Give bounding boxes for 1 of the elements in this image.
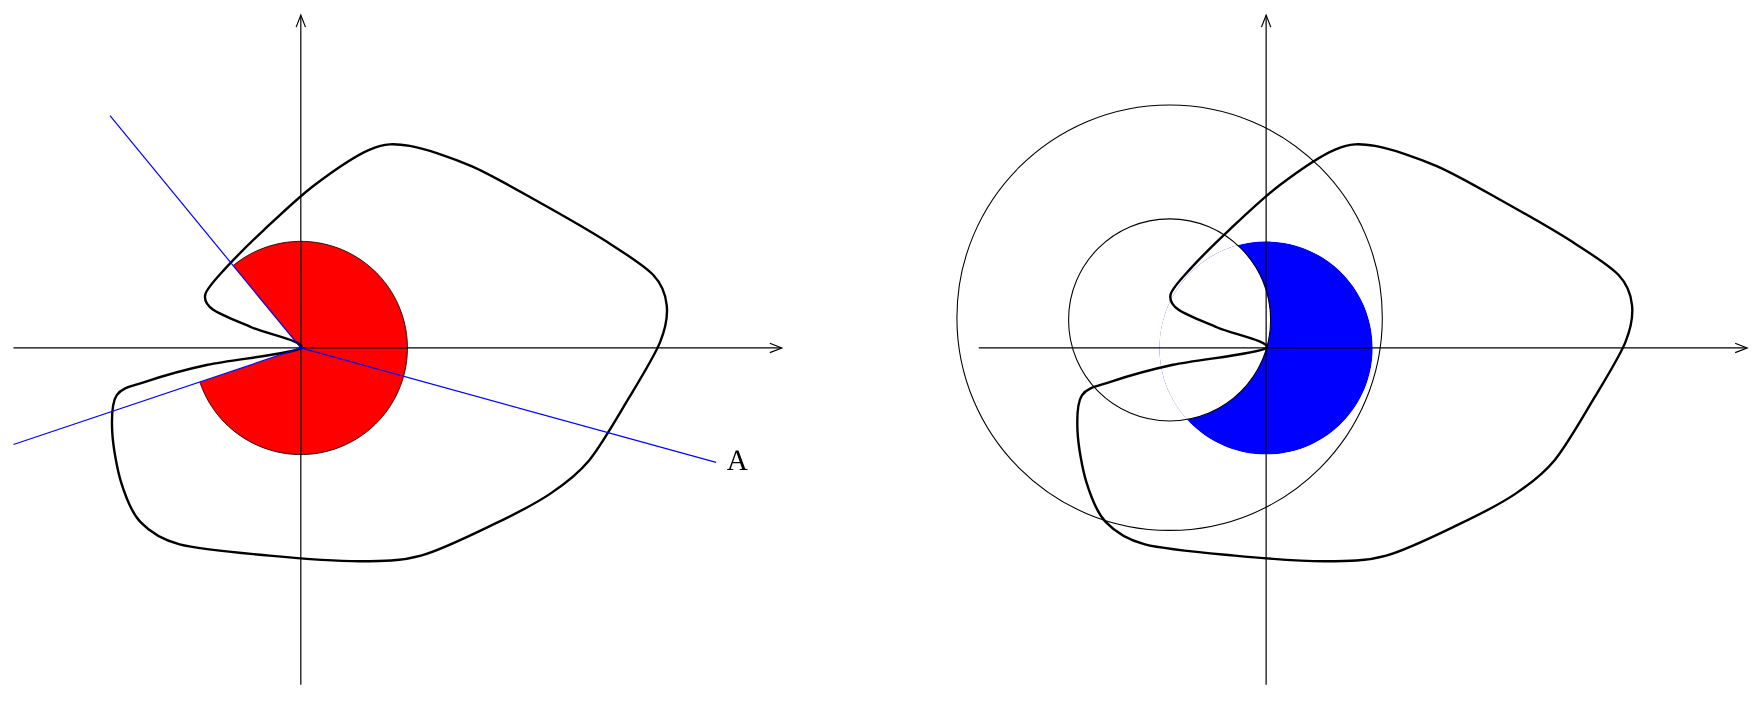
point-label: A (727, 450, 748, 470)
